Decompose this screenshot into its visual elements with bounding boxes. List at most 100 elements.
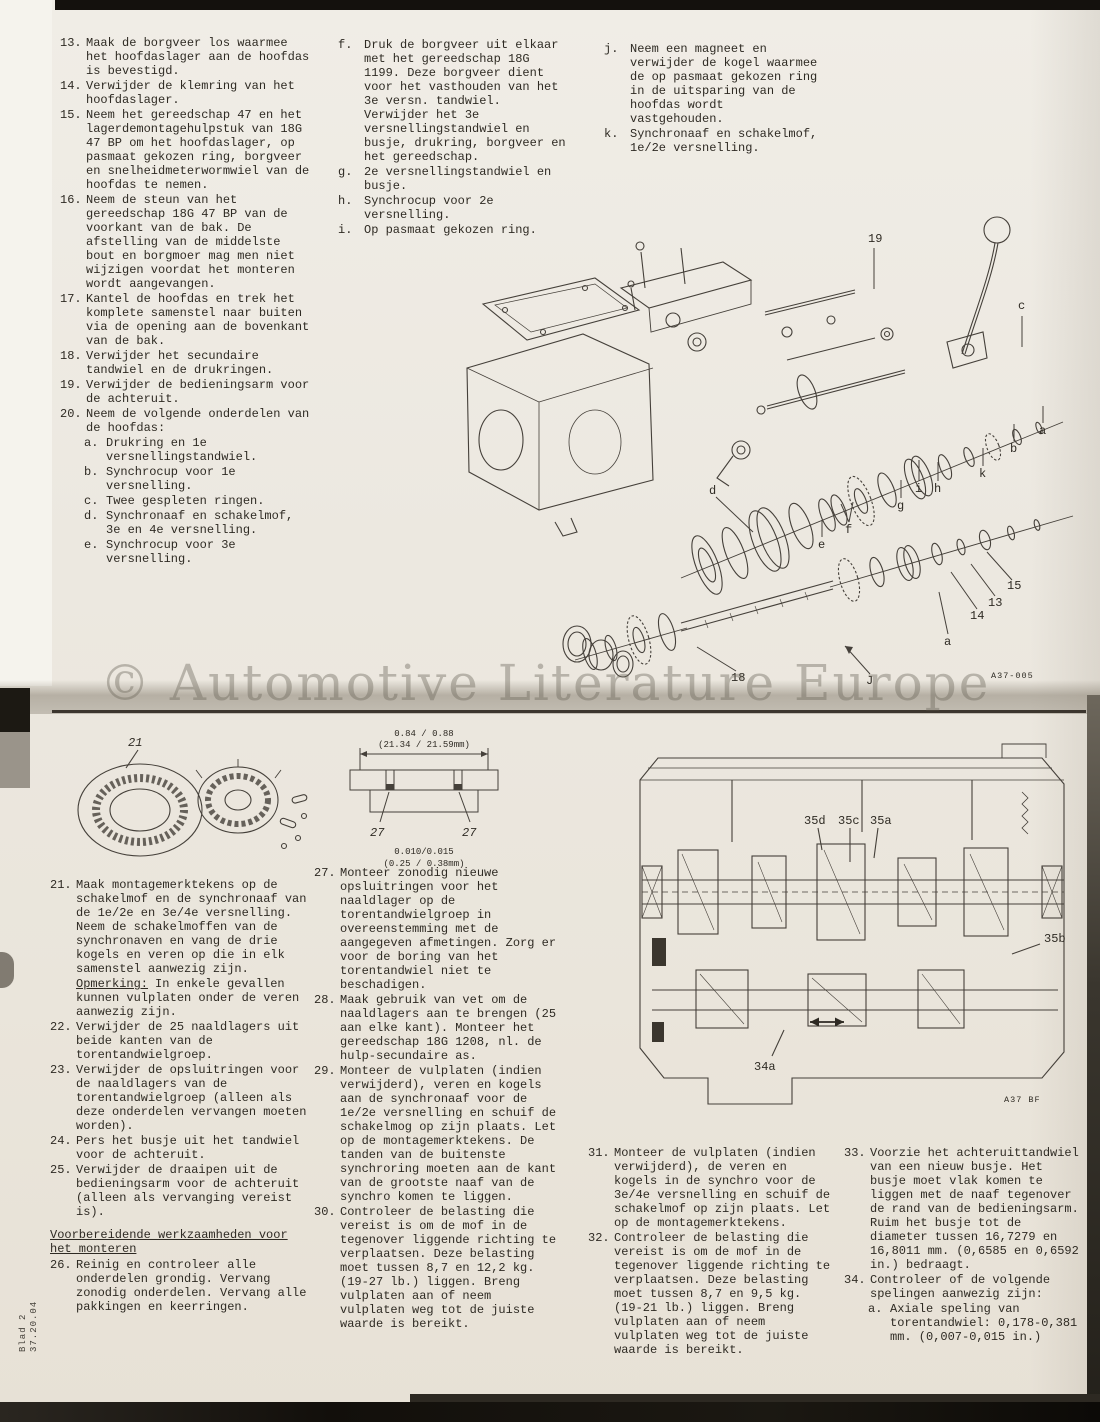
instructions-33-34: 33. Voorzie het achteruittandwiel van ee… — [844, 1146, 1082, 1345]
instruction-item: 27. Monteer zonodig nieuwe opsluitringen… — [314, 866, 562, 992]
dimension-figure: 0.84 / 0.88 (21.34 / 21.59mm) 27 27 0.01… — [349, 729, 499, 869]
item-body: Neem een magneet en verwijder de kogel w… — [630, 42, 818, 126]
item-text: Neem een magneet en verwijder de kogel w… — [630, 42, 820, 126]
instructions-j-k: j. Neem een magneet en verwijder de koge… — [604, 42, 820, 156]
item-number: 29. — [314, 1064, 336, 1078]
item-number: k. — [604, 127, 619, 141]
callout-35d: 35d — [804, 814, 826, 828]
item-body: Monteer de vulplaten (indien verwijderd)… — [614, 1146, 831, 1230]
item-number: 19. — [60, 378, 82, 392]
item-body: Synchrocup voor 3e versnelling. — [106, 538, 236, 566]
instructions-13-20: 13. Maak de borgveer los waarmee het hoo… — [60, 36, 312, 567]
instruction-item: i. Op pasmaat gekozen ring. — [338, 223, 572, 237]
instruction-item: g. 2e versnellingstandwiel en busje. — [338, 165, 572, 193]
callout-f: f — [845, 523, 852, 537]
hub-line-art — [77, 749, 308, 857]
instruction-item: a. Axiale speling van torentandwiel: 0,1… — [844, 1302, 1082, 1344]
callout-h: h — [934, 482, 941, 496]
instruction-item: f. Druk de borgveer uit elkaar met het g… — [338, 38, 572, 164]
callout-labels: 19 c a b k h i g f e d 15 13 — [696, 232, 1046, 688]
synchro-hub-figure: 21 — [77, 736, 308, 857]
item-number: g. — [338, 165, 353, 179]
item-number: f. — [338, 38, 353, 52]
item-body: Verwijder de 25 naaldlagers uit beide ka… — [76, 1020, 300, 1062]
item-number: i. — [338, 223, 353, 237]
item-text: Synchrocup voor 3e versnelling. — [106, 538, 312, 566]
item-text: Axiale speling van torentandwiel: 0,178-… — [890, 1302, 1082, 1344]
section-line-art — [639, 743, 1065, 1105]
item-number: 30. — [314, 1205, 336, 1219]
item-body: Op pasmaat gekozen ring. — [364, 223, 537, 237]
item-number: e. — [84, 538, 99, 552]
instruction-item: 24. Pers het busje uit het tandwiel voor… — [50, 1134, 308, 1162]
instruction-item: 32. Controleer de belasting die vereist … — [588, 1231, 836, 1357]
item-body: Drukring en 1e versnellingstandwiel. — [106, 436, 258, 464]
item-text: Synchronaaf en schakelmof, 1e/2e versnel… — [630, 127, 820, 155]
item-text: Verwijder de draaipen uit de bedieningsa… — [76, 1163, 308, 1219]
instruction-item: 16. Neem de steun van het gereedschap 18… — [60, 193, 312, 291]
item-body: Synchronaaf en schakelmof, 1e/2e versnel… — [630, 127, 818, 155]
scan-blob — [0, 732, 30, 788]
item-text: Synchronaaf en schakelmof, 3e en 4e vers… — [106, 509, 312, 537]
item-body: Neem het gereedschap 47 en het lagerdemo… — [86, 108, 310, 192]
item-number: 32. — [588, 1231, 610, 1245]
item-text: Voorzie het achteruittandwiel van een ni… — [870, 1146, 1082, 1272]
item-text: Controleer de belasting die vereist is o… — [614, 1231, 836, 1357]
callout-35a: 35a — [870, 814, 892, 828]
item-body: Controleer de belasting die vereist is o… — [614, 1231, 831, 1357]
scan-left-margin — [0, 0, 52, 686]
instruction-item: 30. Controleer de belasting die vereist … — [314, 1205, 562, 1331]
item-text: Verwijder de opsluitringen voor de naald… — [76, 1063, 308, 1133]
callout-19: 19 — [868, 232, 882, 246]
item-text: Monteer zonodig nieuwe opsluitringen voo… — [340, 866, 562, 992]
item-body: Maak montagemerktekens op de schakelmof … — [76, 878, 307, 976]
callout-g: g — [897, 499, 904, 513]
item-body: Maak gebruik van vet om de naaldlagers a… — [340, 993, 557, 1063]
item-text: Neem de volgende onderdelen van de hoofd… — [86, 407, 312, 435]
instructions-21-26: 21. Maak montagemerktekens op de schakel… — [50, 878, 308, 1315]
item-body: Controleer of de volgende spelingen aanw… — [870, 1273, 1051, 1301]
instruction-item: b. Synchrocup voor 1e versnelling. — [60, 465, 312, 493]
scan-bottom-edge — [410, 1394, 1100, 1402]
item-body: Verwijder de opsluitringen voor de naald… — [76, 1063, 307, 1133]
item-body: Kantel de hoofdas en trek het komplete s… — [86, 292, 310, 348]
instruction-item: 13. Maak de borgveer los waarmee het hoo… — [60, 36, 312, 78]
callout-15: 15 — [1007, 579, 1021, 593]
item-text: Maak montagemerktekens op de schakelmof … — [76, 878, 308, 976]
scan-right-strip — [1087, 695, 1100, 1422]
item-body: Voorzie het achteruittandwiel van een ni… — [870, 1146, 1079, 1272]
item-text: Verwijder de klemring van het hoofdaslag… — [86, 79, 312, 107]
instruction-item: h. Synchrocup voor 2e versnelling. — [338, 194, 572, 222]
item-text: Drukring en 1e versnellingstandwiel. — [106, 436, 312, 464]
instruction-item: 31. Monteer de vulplaten (indien verwijd… — [588, 1146, 836, 1230]
callout-c: c — [1018, 299, 1025, 313]
item-number: a. — [868, 1302, 883, 1316]
instruction-item: a. Drukring en 1e versnellingstandwiel. — [60, 436, 312, 464]
item-body: In enkele gevallen kunnen vulplaten onde… — [76, 977, 300, 1019]
dim-bottom-inches: 0.010/0.015 — [394, 847, 453, 857]
item-body: Reinig en controleer alle onderdelen gro… — [76, 1258, 307, 1314]
item-number: b. — [84, 465, 99, 479]
scan-middle-line — [52, 710, 1086, 713]
callout-34a: 34a — [754, 1060, 776, 1074]
item-text: Monteer de vulplaten (indien verwijderd)… — [614, 1146, 836, 1230]
instruction-item: k. Synchronaaf en schakelmof, 1e/2e vers… — [604, 127, 820, 155]
callout-i: i — [915, 482, 922, 496]
item-number: h. — [338, 194, 353, 208]
instruction-item: Voorbereidende werkzaamheden voor het mo… — [50, 1228, 308, 1256]
item-text: Druk de borgveer uit elkaar met het gere… — [364, 38, 572, 164]
callout-a-lower: a — [944, 635, 951, 649]
figure-ref: A37-005 — [991, 671, 1034, 681]
item-body: Voorbereidende werkzaamheden voor het mo… — [50, 1228, 288, 1256]
item-text: Controleer of de volgende spelingen aanw… — [870, 1273, 1082, 1301]
item-body: Monteer zonodig nieuwe opsluitringen voo… — [340, 866, 557, 992]
item-text: Op pasmaat gekozen ring. — [364, 223, 572, 237]
callout-b: b — [1010, 442, 1017, 456]
scan-top-bar — [55, 0, 1100, 10]
item-body: 2e versnellingstandwiel en busje. — [364, 165, 552, 193]
item-number: 20. — [60, 407, 82, 421]
item-text: Verwijder de 25 naaldlagers uit beide ka… — [76, 1020, 308, 1062]
instruction-item: 15. Neem het gereedschap 47 en het lager… — [60, 108, 312, 192]
item-text: Twee gespleten ringen. — [106, 494, 312, 508]
item-number: 28. — [314, 993, 336, 1007]
